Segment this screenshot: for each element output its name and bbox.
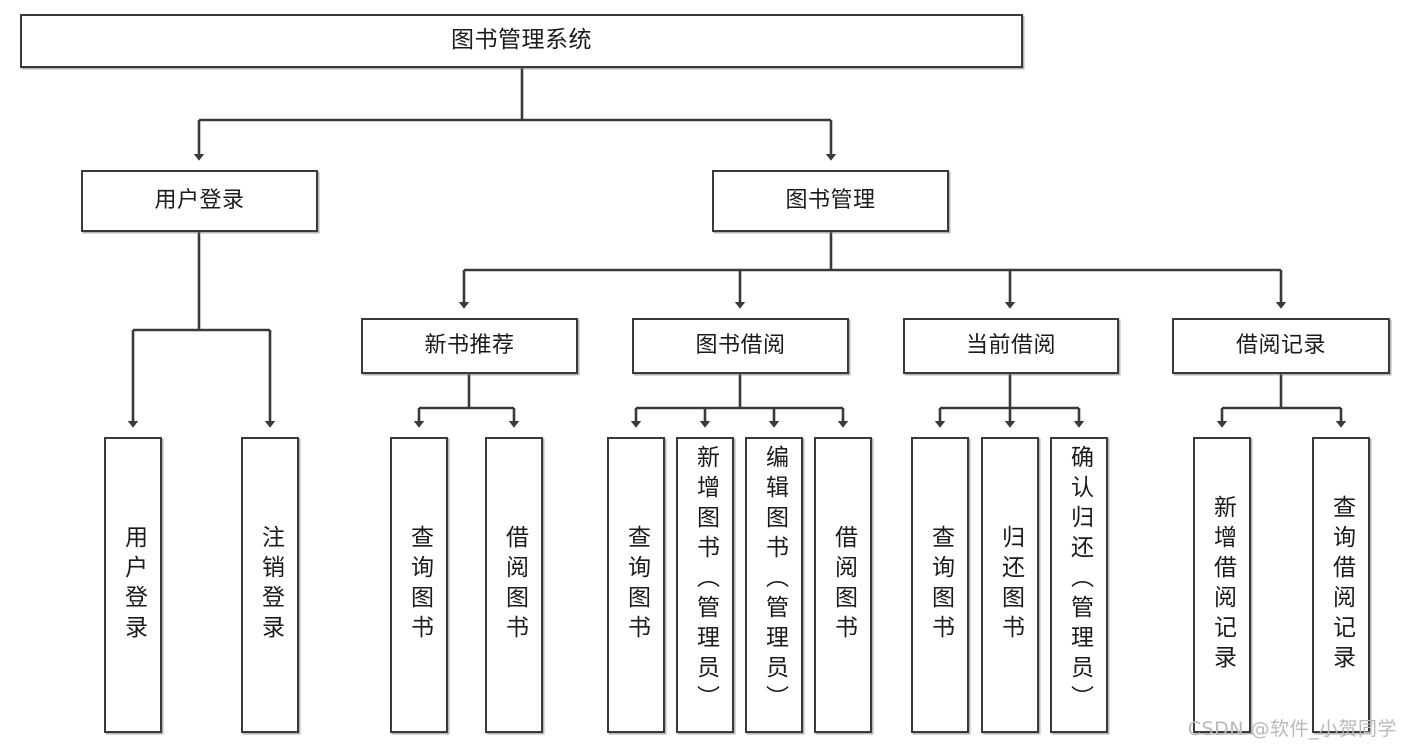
node-label: 借阅记录 (1235, 333, 1326, 359)
node-label: 确认归还（管理员） (1066, 445, 1093, 715)
node-label: 用户登录 (120, 525, 147, 645)
node-label: 查询借阅记录 (1328, 495, 1355, 675)
leaf-logout[interactable]: 注销登录 (241, 437, 299, 733)
node-label: 借阅图书 (501, 525, 528, 645)
leaf-query-book-borrow[interactable]: 查询图书 (607, 437, 665, 733)
node-label: 编辑图书（管理员） (761, 445, 788, 715)
node-label: 图书管理 (785, 188, 876, 214)
node-label: 借阅图书 (830, 525, 857, 645)
node-label: 查询图书 (623, 525, 650, 645)
leaf-add-borrow-record[interactable]: 新增借阅记录 (1193, 437, 1251, 733)
leaf-user-login[interactable]: 用户登录 (104, 437, 162, 733)
node-new-book-recommend[interactable]: 新书推荐 (361, 318, 578, 374)
leaf-query-book-newbook[interactable]: 查询图书 (390, 437, 448, 733)
leaf-query-book-current[interactable]: 查询图书 (911, 437, 969, 733)
node-book-management[interactable]: 图书管理 (712, 170, 949, 232)
leaf-borrow-book-newbook[interactable]: 借阅图书 (485, 437, 543, 733)
node-label: 注销登录 (257, 525, 284, 645)
leaf-query-borrow-record[interactable]: 查询借阅记录 (1312, 437, 1370, 733)
node-user-login[interactable]: 用户登录 (81, 170, 318, 232)
node-label: 新增借阅记录 (1209, 495, 1236, 675)
leaf-return-book[interactable]: 归还图书 (981, 437, 1039, 733)
node-label: 查询图书 (406, 525, 433, 645)
node-label: 当前借阅 (965, 333, 1056, 359)
node-label: 用户登录 (154, 188, 245, 214)
leaf-borrow-book[interactable]: 借阅图书 (814, 437, 872, 733)
node-label: 新增图书（管理员） (692, 445, 719, 715)
node-label: 新书推荐 (424, 333, 515, 359)
node-label: 查询图书 (927, 525, 954, 645)
node-book-borrow[interactable]: 图书借阅 (632, 318, 849, 374)
node-borrow-record[interactable]: 借阅记录 (1172, 318, 1390, 374)
node-label: 图书管理系统 (451, 27, 592, 54)
node-root-system[interactable]: 图书管理系统 (20, 14, 1023, 68)
node-label: 归还图书 (997, 525, 1024, 645)
leaf-confirm-return-admin[interactable]: 确认归还（管理员） (1050, 437, 1108, 733)
node-label: 图书借阅 (695, 333, 786, 359)
leaf-add-book-admin[interactable]: 新增图书（管理员） (676, 437, 734, 733)
leaf-edit-book-admin[interactable]: 编辑图书（管理员） (745, 437, 803, 733)
node-current-borrow[interactable]: 当前借阅 (903, 318, 1119, 374)
